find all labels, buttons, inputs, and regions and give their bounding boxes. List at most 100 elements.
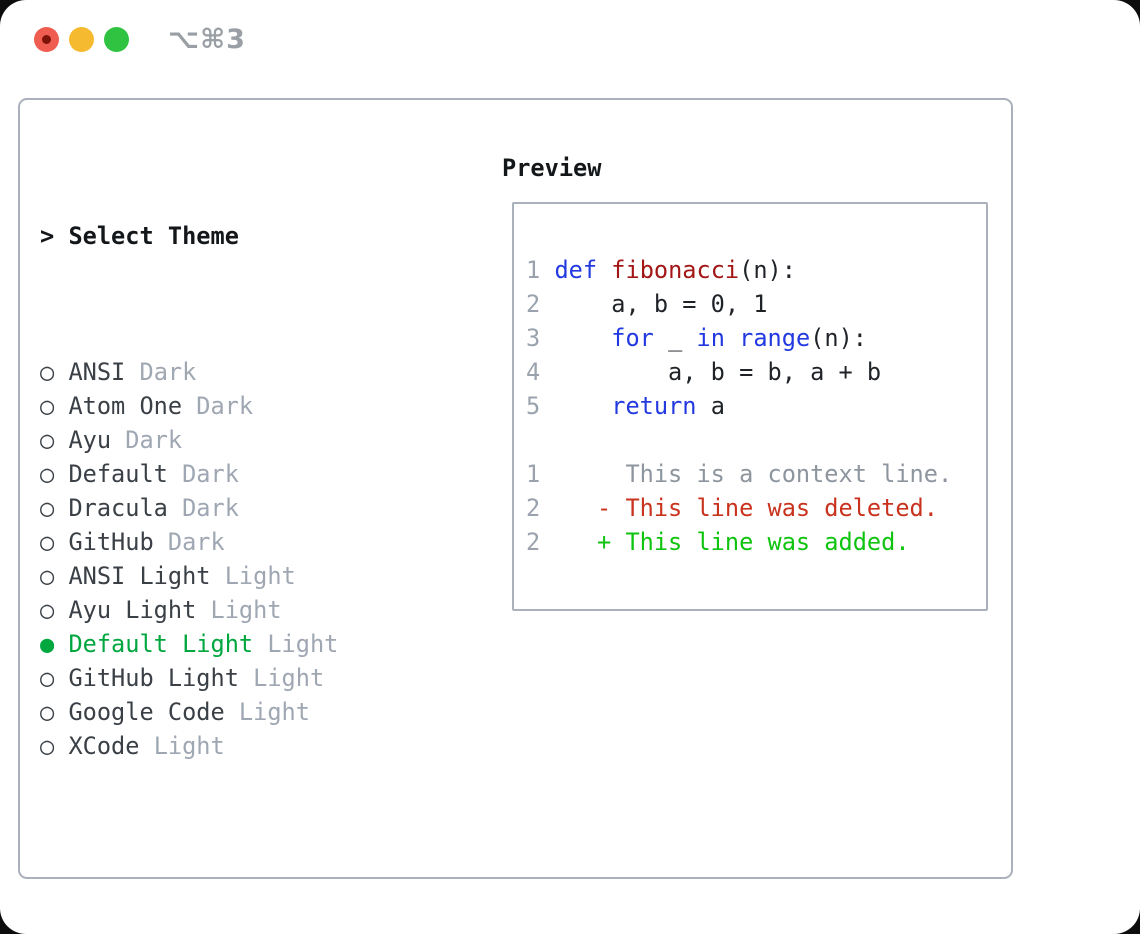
close-button-dot-icon [42, 34, 51, 44]
code-line: 1 def fibonacci(n): [526, 253, 986, 287]
code-token: a, b = 0, 1 [540, 290, 768, 318]
theme-list-column: > Select Theme ○ ANSI Dark○ Atom One Dar… [40, 151, 438, 934]
code-token: fibonacci [611, 256, 740, 284]
theme-variant-tag: Light [224, 562, 296, 590]
theme-name: Default [68, 460, 168, 488]
theme-name: XCode [68, 732, 140, 760]
theme-name: Dracula [68, 494, 168, 522]
code-line: 2 - This line was deleted. [526, 491, 986, 525]
close-button[interactable] [34, 26, 59, 52]
theme-option-default-light[interactable]: ● Default Light Light [40, 627, 438, 661]
focus-marker: > [40, 222, 55, 250]
line-number: 2 [526, 494, 541, 522]
theme-variant-tag: Dark [139, 358, 197, 386]
theme-option-ayu[interactable]: ○ Ayu Dark [40, 423, 438, 457]
code-line: 2 + This line was added. [526, 525, 986, 559]
theme-option-github-light[interactable]: ○ GitHub Light Light [40, 661, 438, 695]
theme-variant-tag: Light [210, 596, 282, 624]
code-token [725, 324, 739, 352]
line-number: 4 [526, 358, 541, 386]
preview-heading: Preview [502, 154, 602, 182]
code-token [540, 256, 554, 284]
theme-name: Ayu Light [68, 596, 197, 624]
code-token: a, b = b, a + b [540, 358, 882, 386]
titlebar: ⌥⌘3 [34, 23, 246, 55]
theme-selector-panel: > Select Theme ○ ANSI Dark○ Atom One Dar… [18, 98, 1013, 879]
code-token: in [696, 324, 725, 352]
spacer [40, 865, 438, 899]
theme-name: GitHub [68, 528, 154, 556]
window-title: ⌥⌘3 [168, 23, 246, 55]
minimize-button[interactable] [69, 26, 94, 52]
theme-option-xcode[interactable]: ○ XCode Light [40, 729, 438, 763]
theme-option-default[interactable]: ○ Default Dark [40, 457, 438, 491]
zoom-button[interactable] [104, 26, 129, 52]
line-number: 3 [526, 324, 541, 352]
code-line: 4 a, b = b, a + b [526, 355, 986, 389]
line-number: 2 [526, 528, 541, 556]
theme-name: ANSI Light [68, 562, 211, 590]
radio-unselected-icon: ○ [40, 596, 55, 624]
code-token: for [611, 324, 654, 352]
code-token: (n): [810, 324, 867, 352]
select-theme-header: > Select Theme [40, 219, 438, 253]
radio-unselected-icon: ○ [40, 528, 55, 556]
theme-variant-tag: Dark [182, 460, 239, 488]
code-token [597, 256, 611, 284]
code-token: range [739, 324, 811, 352]
radio-unselected-icon: ○ [40, 358, 55, 386]
theme-variant-tag: Light [267, 630, 339, 658]
theme-name: GitHub Light [68, 664, 239, 692]
theme-name: Google Code [68, 698, 225, 726]
radio-unselected-icon: ○ [40, 732, 55, 760]
code-line-blank [526, 423, 986, 457]
radio-unselected-icon: ○ [40, 392, 55, 420]
theme-variant-tag: Light [253, 664, 325, 692]
theme-variant-tag: Light [153, 732, 225, 760]
code-line: 1 This is a context line. [526, 457, 986, 491]
line-number: 1 [526, 460, 541, 488]
code-line: 2 a, b = 0, 1 [526, 287, 986, 321]
code-token: - This line was deleted. [540, 494, 938, 522]
radio-unselected-icon: ○ [40, 698, 55, 726]
theme-list: ○ ANSI Dark○ Atom One Dark○ Ayu Dark○ De… [40, 355, 438, 763]
theme-variant-tag: Dark [196, 392, 254, 420]
code-token: + This line was added. [540, 528, 910, 556]
theme-variant-tag: Dark [167, 528, 225, 556]
line-number: 2 [526, 290, 541, 318]
theme-name: Atom One [68, 392, 183, 420]
radio-unselected-icon: ○ [40, 664, 55, 692]
code-line: 3 for _ in range(n): [526, 321, 986, 355]
code-token: This is a context line. [540, 460, 953, 488]
code-token: (n): [739, 256, 796, 284]
radio-unselected-icon: ○ [40, 562, 55, 590]
theme-option-github[interactable]: ○ GitHub Dark [40, 525, 438, 559]
theme-option-atom-one[interactable]: ○ Atom One Dark [40, 389, 438, 423]
radio-unselected-icon: ○ [40, 426, 55, 454]
radio-unselected-icon: ○ [40, 460, 55, 488]
line-number: 1 [526, 256, 541, 284]
line-number: 5 [526, 392, 541, 420]
theme-option-ansi-light[interactable]: ○ ANSI Light Light [40, 559, 438, 593]
theme-option-google-code[interactable]: ○ Google Code Light [40, 695, 438, 729]
theme-option-ayu-light[interactable]: ○ Ayu Light Light [40, 593, 438, 627]
theme-name: ANSI [68, 358, 126, 386]
code-token [540, 392, 611, 420]
theme-option-dracula[interactable]: ○ Dracula Dark [40, 491, 438, 525]
select-theme-label: Select Theme [68, 222, 239, 250]
code-line: 5 return a [526, 389, 986, 423]
theme-option-ansi[interactable]: ○ ANSI Dark [40, 355, 438, 389]
radio-selected-icon: ● [40, 630, 55, 658]
code-token: _ [653, 324, 697, 352]
theme-name: Ayu [68, 426, 112, 454]
theme-name: Default Light [68, 630, 254, 658]
theme-variant-tag: Dark [125, 426, 183, 454]
theme-variant-tag: Dark [182, 494, 239, 522]
code-token: def [554, 256, 598, 284]
code-token: return [611, 392, 697, 420]
code-token [540, 324, 611, 352]
theme-variant-tag: Light [238, 698, 310, 726]
code-token: a [696, 392, 725, 420]
